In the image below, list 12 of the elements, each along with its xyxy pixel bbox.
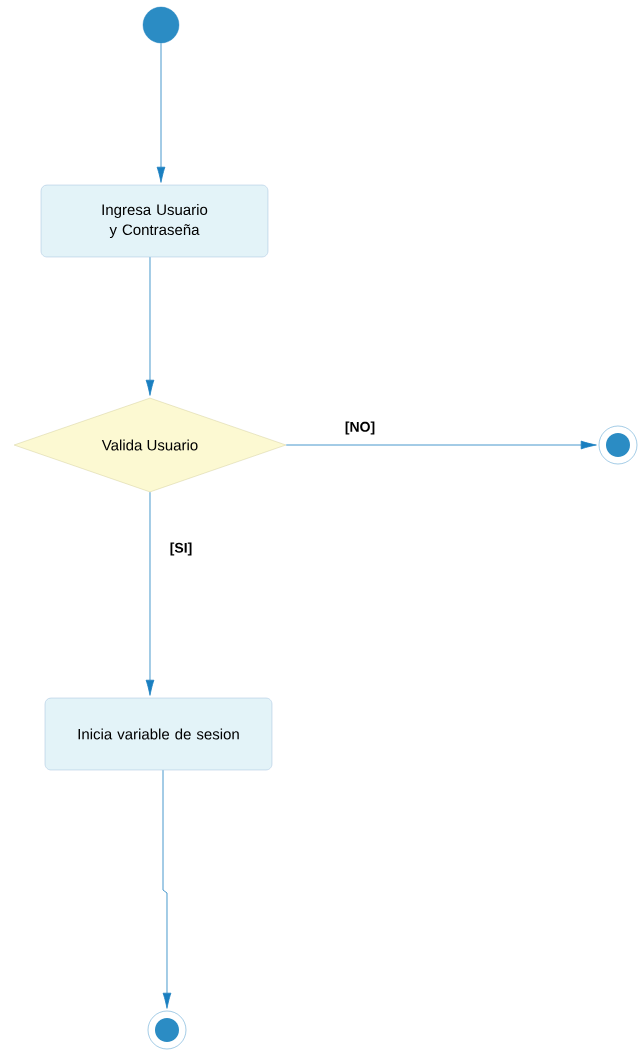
end-node xyxy=(598,425,638,465)
edge-label: [NO] xyxy=(343,420,377,436)
start-node xyxy=(142,6,180,44)
action-box: Ingresa Usuario y Contraseña xyxy=(40,184,269,258)
action-box: Inicia variable de sesion xyxy=(44,697,273,771)
end-node xyxy=(147,1010,187,1050)
arrow xyxy=(145,256,155,396)
edge-label: [SI] xyxy=(168,541,194,557)
arrow xyxy=(285,440,597,450)
arrow xyxy=(156,42,166,183)
arrow xyxy=(145,491,155,696)
arrow xyxy=(162,769,172,1009)
